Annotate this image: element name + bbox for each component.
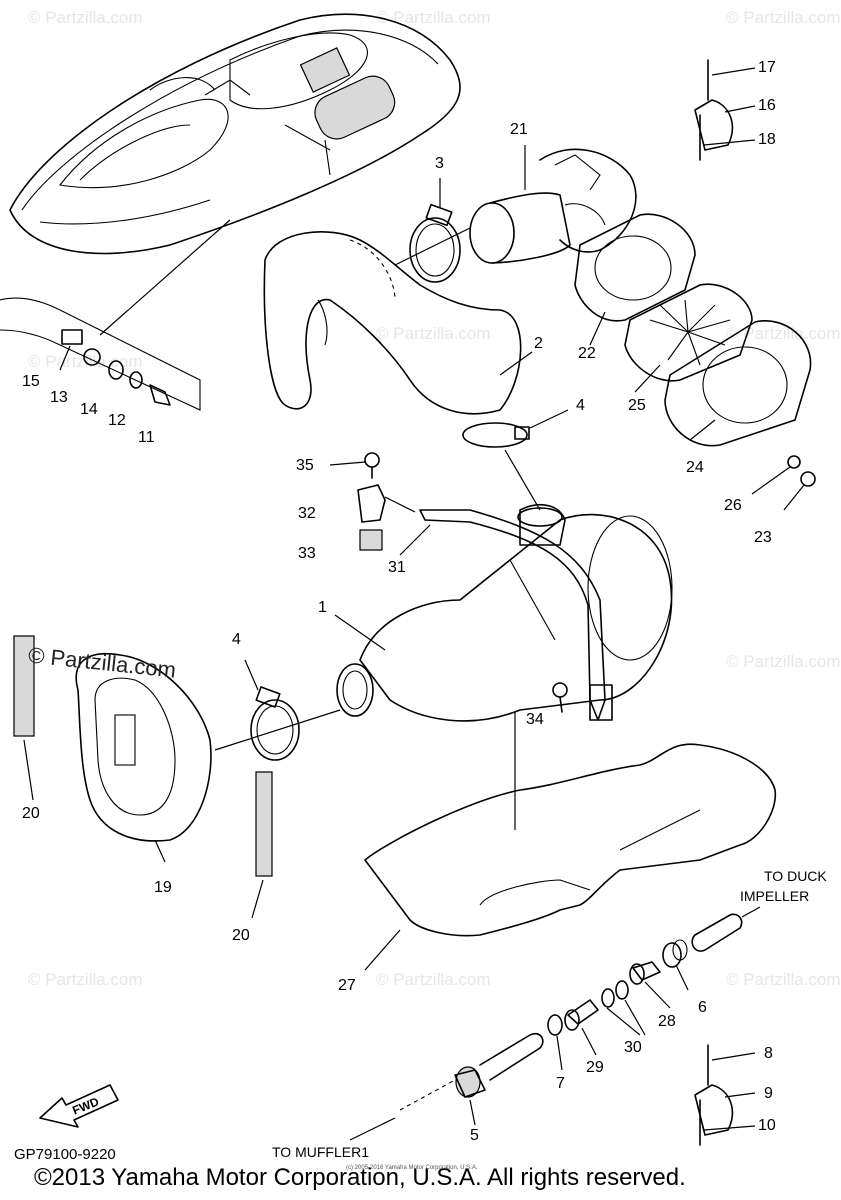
callout-20: 20 (22, 805, 40, 822)
callout-7: 7 (556, 1075, 565, 1092)
hose-pipe (349, 1032, 544, 1141)
callout-1: 1 (318, 599, 327, 616)
callout-5: 5 (470, 1127, 479, 1144)
washer-26 (751, 455, 801, 495)
gasket-24 (664, 320, 812, 447)
callout-15: 15 (22, 373, 40, 390)
note-to-duck: TO DUCK (764, 868, 827, 884)
gasket-22 (574, 213, 696, 346)
callout-33: 33 (298, 545, 316, 562)
callout-19: 19 (154, 879, 172, 896)
joint-5 (454, 1066, 486, 1126)
callout-29: 29 (586, 1059, 604, 1076)
strip-20-right (251, 771, 273, 919)
callout-24: 24 (686, 459, 704, 476)
bolt-35 (329, 452, 380, 479)
exhaust-hose-2 (263, 231, 533, 415)
callout-35: 35 (296, 457, 314, 474)
callout-12: 12 (108, 412, 126, 429)
callout-13: 13 (50, 389, 68, 406)
foam-27 (364, 743, 777, 971)
clip-assembly-bottom (694, 1044, 756, 1146)
mounting-bracket (0, 297, 201, 411)
note-to-muffler: TO MUFFLER1 (272, 1144, 369, 1160)
callout-8: 8 (764, 1045, 773, 1062)
damper-33 (359, 529, 383, 551)
washers-30 (601, 980, 646, 1036)
muffler-1 (334, 504, 673, 830)
bracket-32 (357, 484, 416, 523)
bolt-23 (783, 471, 816, 511)
watermark: © Partzilla.com (726, 8, 841, 27)
exhaust-tube-21 (469, 145, 637, 264)
callout-22: 22 (578, 345, 596, 362)
callout-4: 4 (576, 397, 585, 414)
diagram-code: GP79100-9220 (14, 1146, 116, 1163)
callout-27: 27 (338, 977, 356, 994)
duct-19 (75, 653, 212, 863)
strap-31 (399, 509, 613, 721)
note-impeller: IMPELLER (740, 888, 810, 904)
callout-6: 6 (698, 999, 707, 1016)
callout-20: 20 (232, 927, 250, 944)
fitting-28 (629, 961, 671, 1009)
callout-31: 31 (388, 559, 406, 576)
callout-28: 28 (658, 1013, 676, 1030)
watermark: © Partzilla.com (726, 324, 841, 343)
callout-3: 3 (435, 155, 444, 172)
clamp-4-lower (214, 659, 341, 761)
watermark: © Partzilla.com (28, 970, 143, 989)
watermark: © Partzilla.com (376, 324, 491, 343)
callout-9: 9 (764, 1085, 773, 1102)
watermark: © Partzilla.com (376, 970, 491, 989)
watercraft-illustration (9, 13, 461, 336)
strip-20-left (13, 635, 35, 801)
watermark: © Partzilla.com (726, 970, 841, 989)
callout-14: 14 (80, 401, 98, 418)
callout-17: 17 (758, 59, 776, 76)
watermark: © Partzilla.com (726, 652, 841, 671)
fitting-6 (662, 939, 689, 991)
callout-26: 26 (724, 497, 742, 514)
callout-25: 25 (628, 397, 646, 414)
clip-7 (547, 1014, 563, 1071)
hose-to-duck (691, 906, 761, 952)
gasket-25 (624, 283, 753, 393)
callout-2: 2 (534, 335, 543, 352)
fwd-arrow-icon (39, 1084, 119, 1128)
bolt-34 (552, 682, 568, 713)
callout-32: 32 (298, 505, 316, 522)
watermark: © Partzilla.com (376, 8, 491, 27)
copyright-notice: ©2013 Yamaha Motor Corporation, U.S.A. A… (34, 1164, 686, 1191)
callout-34: 34 (526, 711, 544, 728)
watermark: © Partzilla.com (28, 8, 143, 27)
fitting-29 (564, 999, 599, 1056)
callout-10: 10 (758, 1117, 776, 1134)
clip-assembly-top (694, 59, 756, 161)
small-copyright: (c) 2005-2016 Yamaha Motor Corporation, … (346, 1165, 478, 1171)
callout-11: 11 (138, 429, 155, 446)
callout-30: 30 (624, 1039, 642, 1056)
clamp-4-upper (462, 409, 569, 511)
callout-18: 18 (758, 131, 776, 148)
callout-21: 21 (510, 121, 528, 138)
clamp-3 (394, 178, 471, 283)
callout-16: 16 (758, 97, 776, 114)
callout-23: 23 (754, 529, 772, 546)
callout-4: 4 (232, 631, 241, 648)
